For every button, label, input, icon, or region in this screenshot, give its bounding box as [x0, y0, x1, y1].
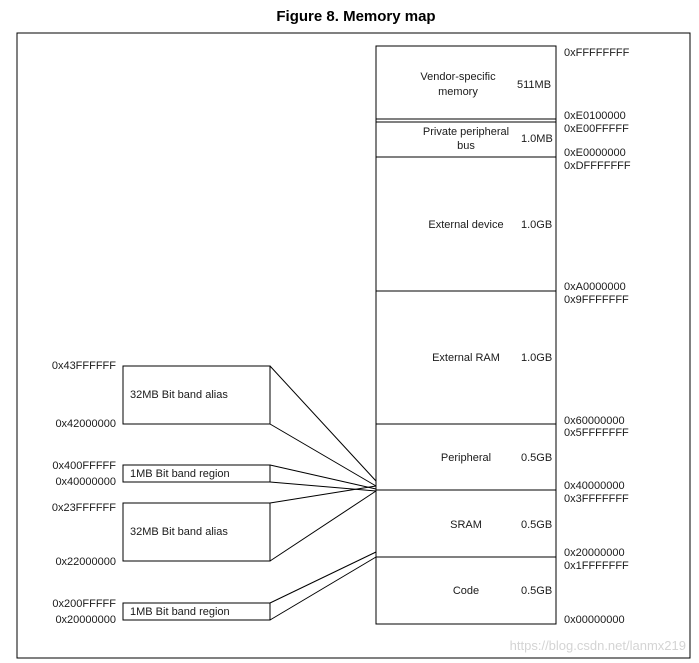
address-label: 0xDFFFFFFF	[564, 160, 631, 172]
connector-line	[269, 485, 377, 504]
memory-column: Vendor-specific memory 511MB Private per…	[375, 45, 557, 625]
address-label: 0xA0000000	[564, 281, 626, 293]
region-external-ram-label: External RAM	[432, 352, 500, 364]
address-label: 0x42000000	[55, 418, 116, 430]
region-sram-label: SRAM	[450, 519, 482, 531]
connector-lines	[269, 365, 377, 621]
left-address-labels: 0x43FFFFFF 0x42000000 0x400FFFFF 0x40000…	[52, 360, 116, 626]
watermark: https://blog.csdn.net/lanmx219	[510, 638, 686, 653]
bitband-box	[122, 602, 271, 621]
region-peripheral-label: Peripheral	[441, 452, 491, 464]
bitband-box-label: 1MB Bit band region	[130, 606, 230, 618]
address-label: 0x9FFFFFFF	[564, 294, 629, 306]
connector-line	[269, 464, 377, 490]
bitband-box-label: 32MB Bit band alias	[130, 526, 228, 538]
bitband-box-label: 1MB Bit band region	[130, 468, 230, 480]
connector-line	[269, 481, 377, 492]
connector-line	[269, 551, 377, 604]
region-external-device-size: 1.0GB	[521, 219, 552, 231]
address-label: 0x20000000	[55, 614, 116, 626]
bitband-box	[122, 502, 271, 562]
address-label: 0xE0100000	[564, 110, 626, 122]
memory-column-border	[375, 45, 557, 625]
address-label: 0xFFFFFFFF	[564, 47, 630, 59]
address-label: 0x400FFFFF	[52, 460, 116, 472]
region-external-device-label: External device	[428, 219, 503, 231]
figure-title: Figure 8. Memory map	[276, 8, 435, 25]
region-vendor-specific-size: 511MB	[517, 79, 551, 91]
region-sram-size: 0.5GB	[521, 519, 552, 531]
region-vendor-specific-label: memory	[438, 86, 478, 98]
address-label: 0x40000000	[564, 480, 625, 492]
address-label: 0x40000000	[55, 476, 116, 488]
connector-line	[269, 423, 377, 487]
bitband-boxes: 32MB Bit band alias 1MB Bit band region …	[122, 365, 271, 621]
address-label: 0x23FFFFFF	[52, 502, 116, 514]
bitband-box	[122, 464, 271, 483]
address-label: 0xE00FFFFF	[564, 123, 629, 135]
address-label: 0x22000000	[55, 556, 116, 568]
connector-line	[269, 556, 377, 621]
region-private-peripheral-bus-size: 1.0MB	[521, 133, 553, 145]
region-external-ram-size: 1.0GB	[521, 352, 552, 364]
figure-frame	[16, 32, 691, 659]
address-label: 0x00000000	[564, 614, 625, 626]
connector-line	[269, 490, 377, 562]
address-label: 0x3FFFFFFF	[564, 493, 629, 505]
address-label: 0x20000000	[564, 547, 625, 559]
address-label: 0x60000000	[564, 415, 625, 427]
region-private-peripheral-bus-label: bus	[457, 140, 475, 152]
address-label: 0x43FFFFFF	[52, 360, 116, 372]
address-label: 0xE0000000	[564, 147, 626, 159]
region-vendor-specific-label: Vendor-specific	[420, 71, 496, 83]
bitband-box	[122, 365, 271, 425]
region-peripheral-size: 0.5GB	[521, 452, 552, 464]
region-code-size: 0.5GB	[521, 585, 552, 597]
address-label: 0x1FFFFFFF	[564, 560, 629, 572]
region-private-peripheral-bus-label: Private peripheral	[423, 126, 509, 138]
address-label: 0x5FFFFFFF	[564, 427, 629, 439]
region-code-label: Code	[453, 585, 479, 597]
right-address-labels: 0xFFFFFFFF 0xE0100000 0xE00FFFFF 0xE0000…	[564, 47, 631, 626]
connector-line	[269, 365, 377, 482]
address-label: 0x200FFFFF	[52, 598, 116, 610]
bitband-box-label: 32MB Bit band alias	[130, 389, 228, 401]
